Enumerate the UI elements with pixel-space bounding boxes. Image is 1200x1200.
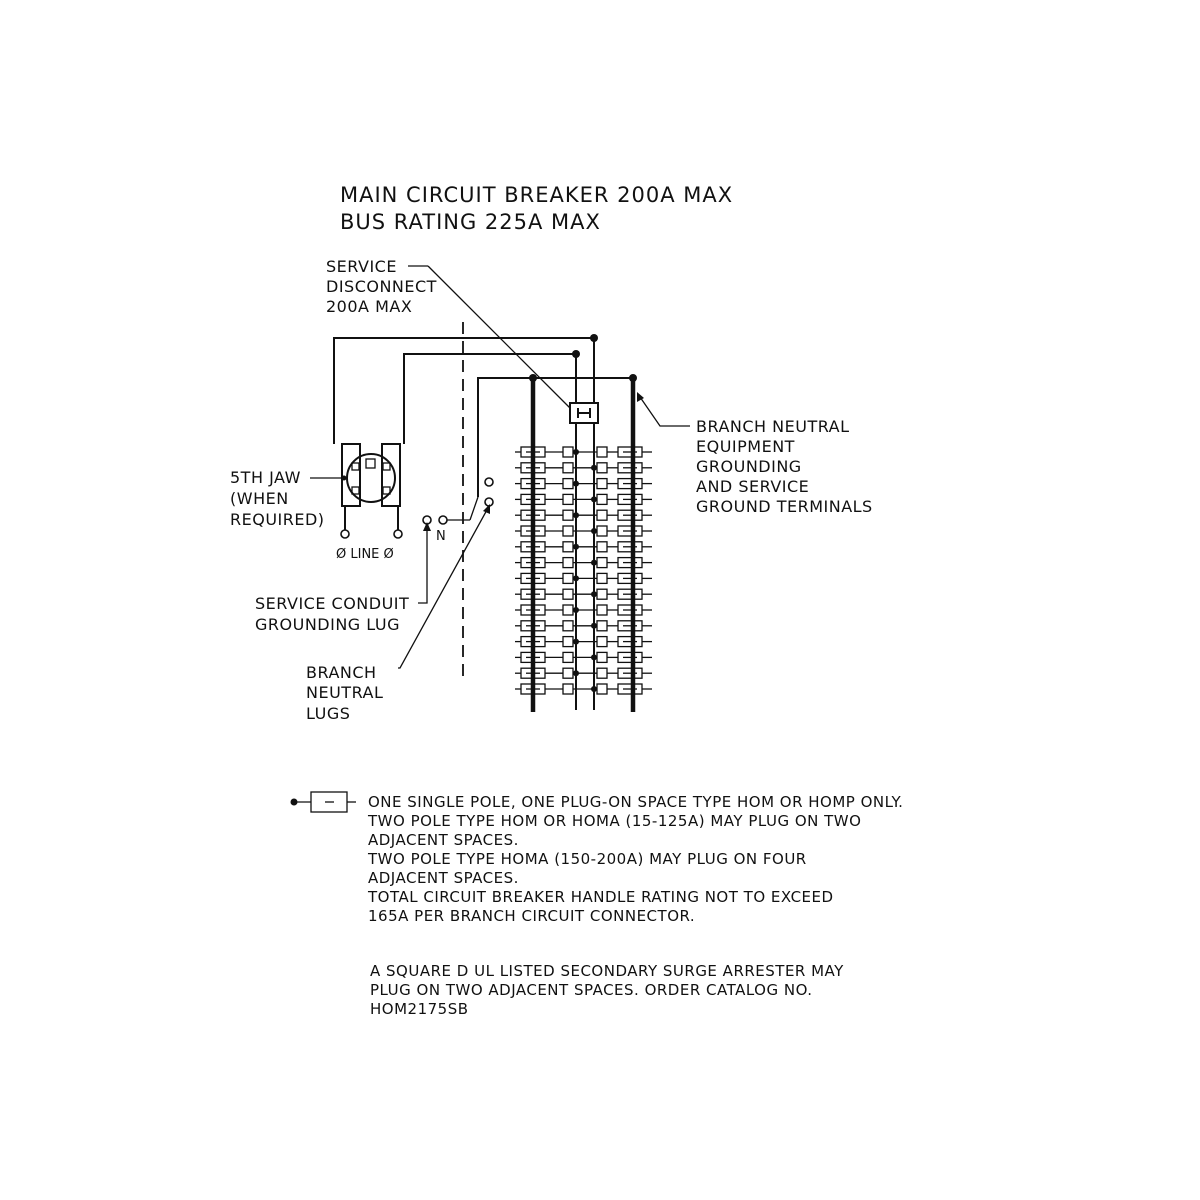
bus-tap-dot	[573, 449, 579, 455]
breaker-spaces	[515, 446, 652, 695]
bus-tap-dot	[573, 638, 579, 645]
bus-tap-dot	[573, 607, 579, 613]
breaker-space	[596, 493, 608, 506]
fifth-jaw-label: 5TH JAW (WHEN REQUIRED)	[230, 468, 347, 529]
svg-text:REQUIRED): REQUIRED)	[230, 510, 325, 529]
title-line-1: MAIN CIRCUIT BREAKER 200A MAX	[340, 183, 733, 207]
surge-arrester-note: A SQUARE D UL LISTED SECONDARY SURGE ARR…	[370, 962, 844, 1018]
svg-text:GROUNDING: GROUNDING	[696, 457, 802, 476]
bus-tap-dot	[573, 512, 579, 519]
breaker-space	[562, 525, 574, 537]
breaker-space	[562, 446, 574, 458]
breaker-space	[562, 651, 574, 664]
bus-tap-dot	[591, 591, 597, 598]
breaker-space	[596, 462, 608, 474]
legend-line: TOTAL CIRCUIT BREAKER HANDLE RATING NOT …	[367, 888, 834, 906]
svg-text:5TH JAW: 5TH JAW	[230, 468, 301, 487]
svg-text:LUGS: LUGS	[306, 704, 350, 723]
bus-tap-dot	[591, 686, 597, 692]
bus-tap-dot	[573, 543, 579, 550]
title-line-2: BUS RATING 225A MAX	[340, 210, 601, 234]
svg-text:DISCONNECT: DISCONNECT	[326, 277, 437, 296]
breaker-space	[596, 556, 608, 569]
breaker-space	[562, 635, 574, 648]
neutral-terminals	[422, 477, 494, 525]
svg-text:(WHEN: (WHEN	[230, 489, 289, 508]
bus-tap-dot	[591, 559, 597, 566]
bus-tap-dot	[591, 496, 597, 503]
svg-text:SERVICE: SERVICE	[326, 257, 397, 276]
breaker-space	[596, 525, 608, 537]
legend-line: TWO POLE TYPE HOM OR HOMA (15-125A) MAY …	[367, 812, 861, 830]
bus-tap-dot	[591, 464, 597, 471]
breaker-space	[562, 477, 574, 490]
bus-tap-dot	[573, 480, 579, 487]
breaker-space	[596, 651, 608, 664]
breaker-space	[562, 541, 574, 553]
legend-line: 165A PER BRANCH CIRCUIT CONNECTOR.	[368, 907, 695, 925]
meter-socket	[340, 443, 403, 539]
svg-text:NEUTRAL: NEUTRAL	[306, 683, 383, 702]
bus-tap-dot	[573, 670, 579, 677]
neutral-bus-bars	[529, 374, 637, 712]
svg-text:200A MAX: 200A MAX	[326, 297, 412, 316]
svg-text:EQUIPMENT: EQUIPMENT	[696, 437, 795, 456]
breaker-space	[562, 493, 574, 506]
legend-line: ADJACENT SPACES.	[368, 831, 519, 849]
note-line: A SQUARE D UL LISTED SECONDARY SURGE ARR…	[370, 962, 844, 980]
legend-line: ADJACENT SPACES.	[368, 869, 519, 887]
neutral-label: N	[436, 529, 446, 544]
breaker-space	[596, 683, 608, 695]
branch-neutral-terminals-label: BRANCH NEUTRAL EQUIPMENT GROUNDING AND S…	[637, 392, 873, 516]
breaker-space	[596, 509, 608, 521]
breaker-space	[562, 572, 574, 585]
breaker-space	[596, 446, 608, 458]
legend-text: ONE SINGLE POLE, ONE PLUG-ON SPACE TYPE …	[367, 793, 903, 925]
branch-neutral-lugs-label: BRANCH NEUTRAL LUGS	[306, 504, 490, 723]
breaker-space	[596, 635, 608, 648]
legend-line: TWO POLE TYPE HOMA (150-200A) MAY PLUG O…	[367, 850, 807, 868]
note-line: HOM2175SB	[370, 1000, 469, 1018]
line-conductors	[333, 337, 633, 497]
svg-text:BRANCH: BRANCH	[306, 663, 377, 682]
bus-tap-dot	[591, 654, 597, 661]
breaker-space	[596, 620, 608, 632]
svg-text:AND SERVICE: AND SERVICE	[696, 477, 809, 496]
service-disconnect-label: SERVICE DISCONNECT 200A MAX	[326, 257, 571, 409]
breaker-space	[596, 572, 608, 585]
breaker-space	[596, 604, 608, 616]
main-breaker	[569, 334, 599, 710]
breaker-space	[562, 620, 574, 632]
bus-tap-dot	[591, 528, 597, 534]
service-conduit-label: SERVICE CONDUIT GROUNDING LUG	[255, 522, 431, 634]
breaker-space	[562, 556, 574, 569]
note-line: PLUG ON TWO ADJACENT SPACES. ORDER CATAL…	[370, 981, 813, 999]
svg-text:GROUNDING LUG: GROUNDING LUG	[255, 615, 400, 634]
breaker-space	[562, 588, 574, 600]
svg-text:GROUND TERMINALS: GROUND TERMINALS	[696, 497, 873, 516]
breaker-space	[562, 667, 574, 679]
bus-tap-dot	[591, 622, 597, 629]
breaker-space	[596, 667, 608, 679]
breaker-space	[562, 462, 574, 474]
bus-tap-dot	[573, 575, 579, 582]
breaker-space	[596, 477, 608, 490]
breaker-space	[562, 509, 574, 521]
breaker-space	[562, 604, 574, 616]
svg-text:BRANCH NEUTRAL: BRANCH NEUTRAL	[696, 417, 850, 436]
svg-text:SERVICE CONDUIT: SERVICE CONDUIT	[255, 594, 409, 613]
breaker-space	[596, 588, 608, 600]
line-phase-label: Ø LINE Ø	[336, 547, 394, 562]
breaker-space	[596, 541, 608, 553]
breaker-space	[562, 683, 574, 695]
legend-line: ONE SINGLE POLE, ONE PLUG-ON SPACE TYPE …	[368, 793, 903, 811]
legend-symbol	[290, 791, 356, 813]
